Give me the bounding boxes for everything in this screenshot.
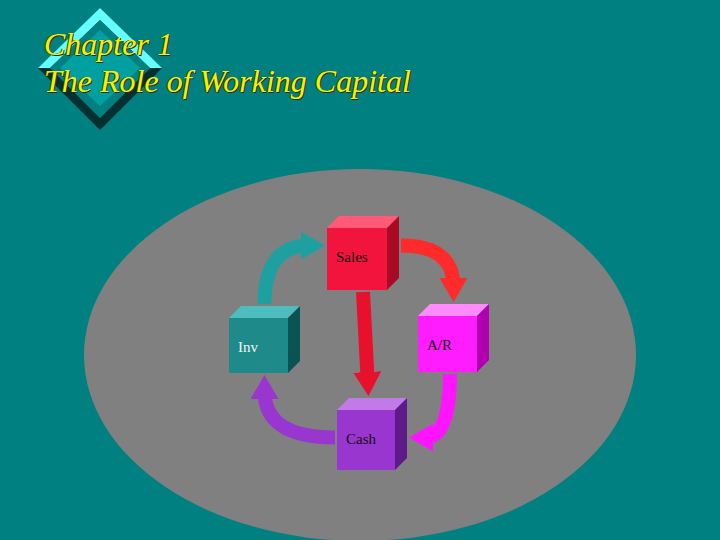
flow-arrow [425, 374, 450, 438]
box-label: Sales [336, 248, 368, 266]
slide-title: Chapter 1 The Role of Working Capital [44, 26, 514, 100]
flow-arrow [265, 246, 310, 304]
gray-ellipse [84, 169, 636, 540]
cube-box: A/R [418, 316, 477, 372]
cube-box: Inv [229, 318, 288, 373]
box-label: Inv [238, 338, 258, 356]
flow-arrow [363, 292, 368, 380]
flow-arrow [401, 246, 454, 286]
box-label: Cash [346, 430, 376, 448]
flow-arrow [265, 391, 336, 438]
cube-box: Sales [327, 228, 387, 290]
cube-box: Cash [337, 410, 395, 470]
title-spacer [194, 26, 514, 56]
box-label: A/R [427, 336, 452, 354]
title-text: Chapter 1 The Role of Working Capital [44, 26, 411, 99]
